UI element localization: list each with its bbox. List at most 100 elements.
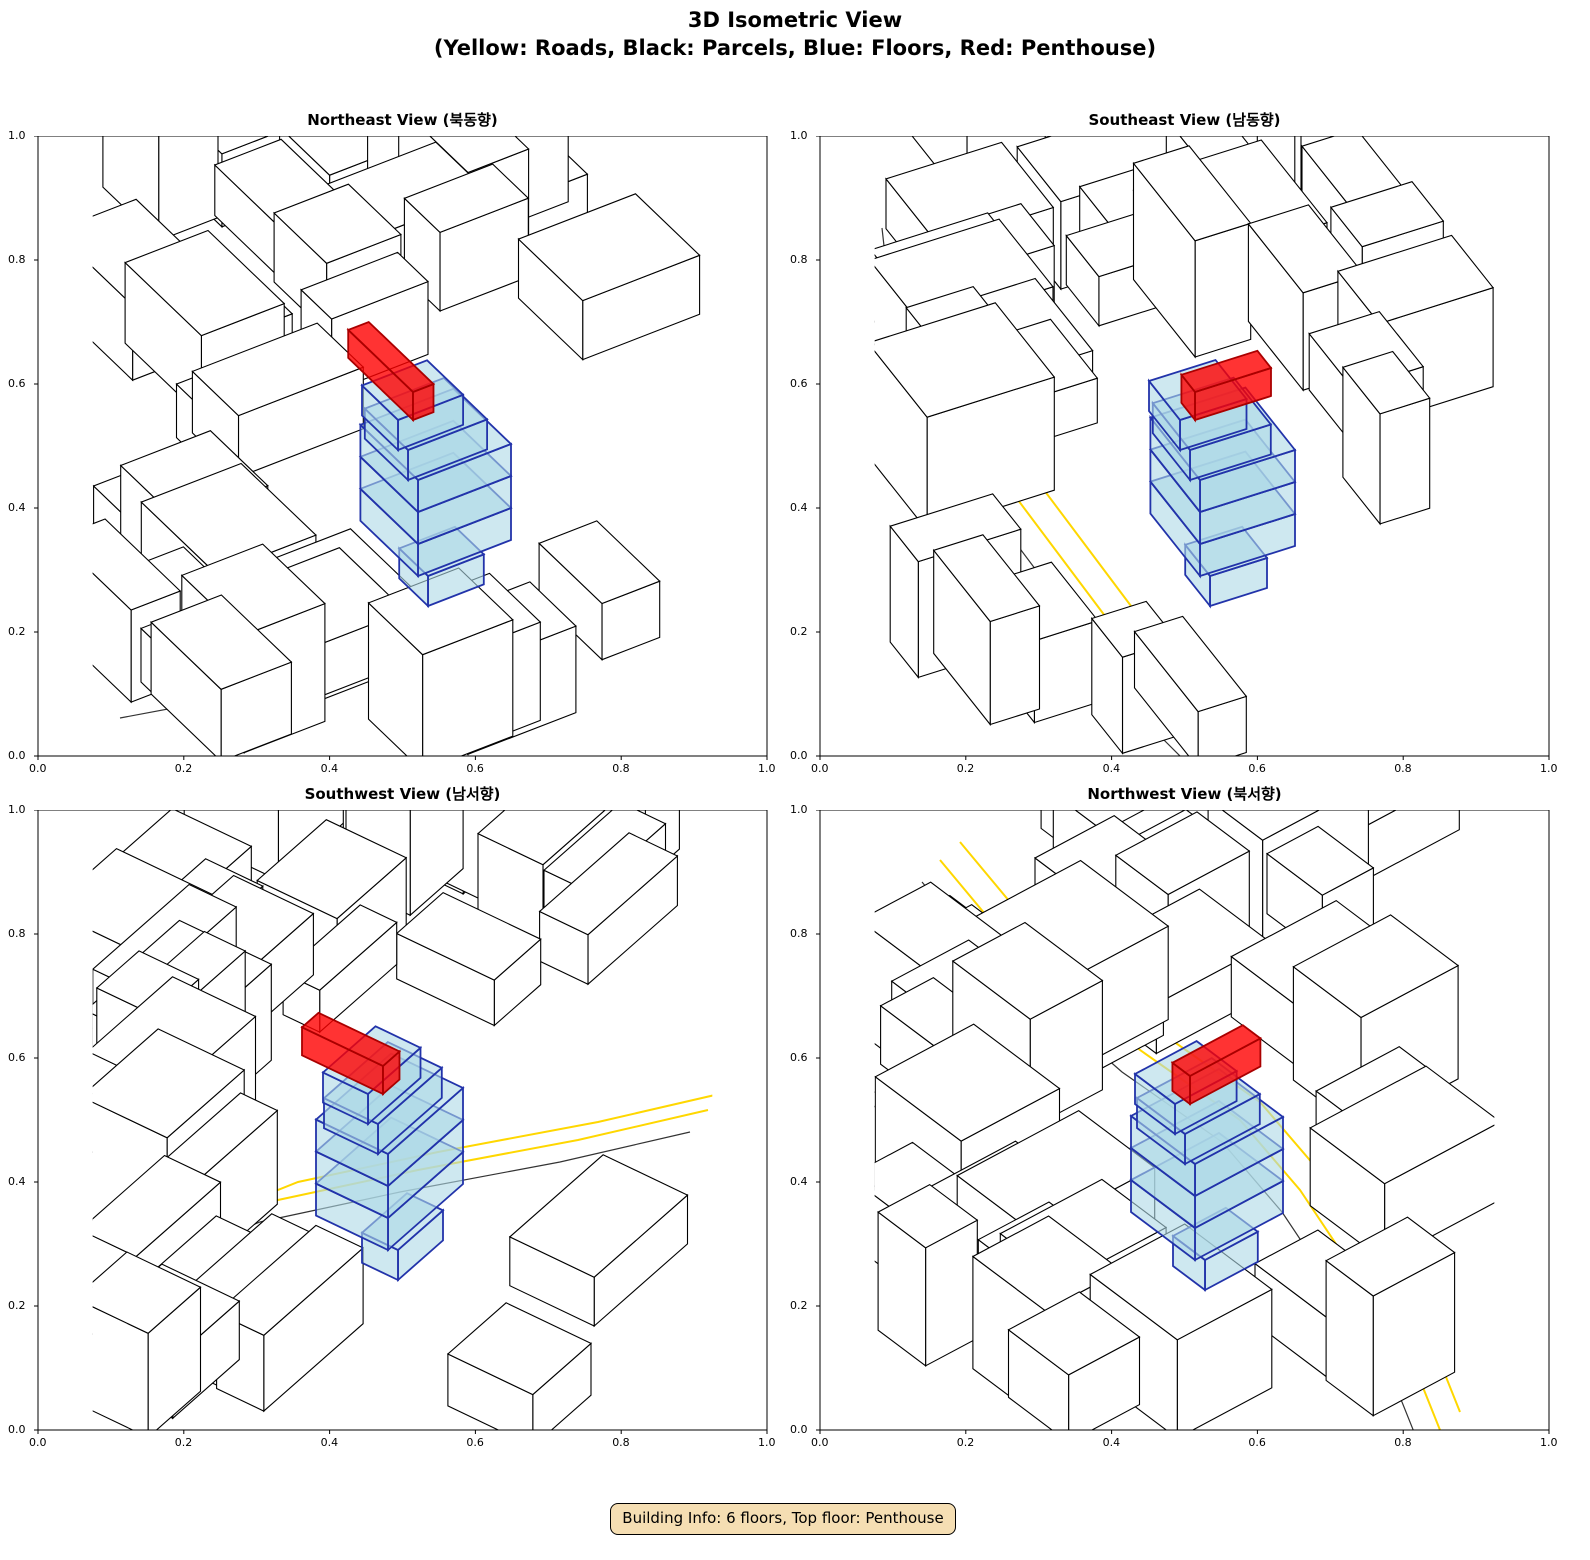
top-face	[180, 543, 326, 636]
top-face	[1179, 349, 1273, 394]
top-face	[1170, 1024, 1263, 1078]
parcel-building	[1325, 1216, 1456, 1417]
x-tick-label: 1.0	[758, 1436, 776, 1449]
top-face	[951, 921, 1104, 1020]
x-tick-label: 1.0	[1540, 1436, 1558, 1449]
y-tick-label: 1.0	[790, 129, 808, 142]
side-face	[874, 350, 928, 532]
top-face	[1221, 810, 1321, 841]
x-tick-label: 0.4	[1102, 1436, 1121, 1449]
side-face	[1194, 222, 1252, 358]
scene	[92, 136, 701, 756]
x-tick-label: 0.8	[612, 762, 630, 775]
top-face	[517, 193, 701, 302]
top-face	[1341, 350, 1431, 415]
parcel-building	[395, 891, 542, 1027]
top-face	[124, 229, 286, 337]
side-face	[92, 1306, 149, 1430]
parcel-building	[1007, 1291, 1141, 1430]
x-tick-label: 0.6	[466, 762, 484, 775]
top-face	[538, 832, 679, 936]
top-face	[508, 1154, 689, 1278]
top-face	[932, 534, 1041, 623]
top-face	[1309, 1065, 1495, 1185]
parcel-building	[102, 136, 219, 242]
top-face	[202, 136, 270, 155]
parcel-building	[367, 567, 514, 756]
top-face	[92, 518, 182, 611]
x-tick-label: 0.8	[612, 1436, 630, 1449]
penthouse-box	[300, 1011, 402, 1096]
x-tick-label: 0.6	[1248, 762, 1266, 775]
y-tick-label: 0.0	[790, 749, 808, 762]
top-face	[874, 302, 1056, 418]
top-face	[1114, 811, 1251, 896]
top-face	[150, 594, 293, 690]
y-tick-label: 1.0	[8, 129, 26, 142]
parcel-building	[446, 1302, 592, 1430]
y-tick-label: 0.8	[790, 927, 808, 940]
y-tick-label: 0.0	[8, 749, 26, 762]
x-tick-label: 0.8	[1394, 762, 1412, 775]
x-tick-label: 0.2	[956, 1436, 975, 1449]
x-tick-label: 0.2	[174, 1436, 193, 1449]
parcel-building	[874, 302, 1056, 532]
parcel-building	[1132, 145, 1252, 359]
x-tick-label: 0.0	[29, 762, 47, 775]
panel-title: Southwest View (남서향)	[304, 785, 501, 803]
top-face	[1292, 914, 1460, 1019]
y-tick-label: 0.8	[8, 927, 26, 940]
x-tick-label: 0.8	[1394, 1436, 1412, 1449]
penthouse-box	[346, 320, 436, 423]
parcel-building	[517, 193, 701, 361]
panel-title: Northeast View (북동향)	[307, 111, 498, 129]
view-canvas	[816, 810, 1550, 1434]
penthouse-box	[1170, 1024, 1263, 1106]
parcel-building	[92, 1251, 202, 1430]
x-tick-label: 0.0	[811, 762, 829, 775]
axes-frame	[37, 136, 768, 757]
view-canvas	[34, 810, 768, 1434]
y-tick-label: 0.2	[8, 625, 26, 638]
top-face	[92, 1251, 202, 1334]
figure-title-line1: 3D Isometric View	[687, 8, 903, 32]
y-tick-label: 0.6	[8, 377, 26, 390]
top-face	[1007, 1291, 1141, 1376]
top-face	[256, 819, 408, 920]
x-tick-label: 0.6	[1248, 1436, 1266, 1449]
y-tick-label: 0.8	[790, 253, 808, 266]
top-face	[429, 136, 530, 174]
y-tick-label: 0.4	[790, 1175, 808, 1188]
building-info-box: Building Info: 6 floors, Top floor: Pent…	[610, 1503, 956, 1535]
top-face	[1336, 234, 1495, 325]
y-tick-label: 1.0	[790, 803, 808, 816]
top-face	[1132, 145, 1252, 242]
x-tick-label: 0.4	[320, 1436, 339, 1449]
x-tick-label: 1.0	[1540, 762, 1558, 775]
side-face	[158, 136, 219, 242]
top-face	[191, 322, 365, 417]
top-face	[538, 520, 661, 605]
top-face	[1133, 615, 1248, 713]
parcel-building	[932, 534, 1041, 727]
parcel-building	[1133, 615, 1248, 756]
axes-frame	[819, 810, 1550, 1431]
panel-title: Southeast View (남동향)	[1088, 111, 1281, 129]
top-face	[140, 462, 317, 575]
top-face	[346, 320, 436, 394]
top-face	[300, 1011, 402, 1068]
x-tick-label: 0.2	[956, 762, 975, 775]
axes-frame	[819, 136, 1550, 757]
y-tick-label: 0.2	[790, 625, 808, 638]
top-face	[92, 1154, 222, 1258]
x-tick-label: 1.0	[758, 762, 776, 775]
figure-title-line2: (Yellow: Roads, Black: Parcels, Blue: Fl…	[433, 36, 1157, 60]
top-face	[477, 810, 606, 866]
parcel-building	[538, 520, 661, 661]
parcel-building	[877, 1183, 979, 1367]
y-tick-label: 0.6	[8, 1051, 26, 1064]
parcel-building	[1341, 350, 1431, 526]
